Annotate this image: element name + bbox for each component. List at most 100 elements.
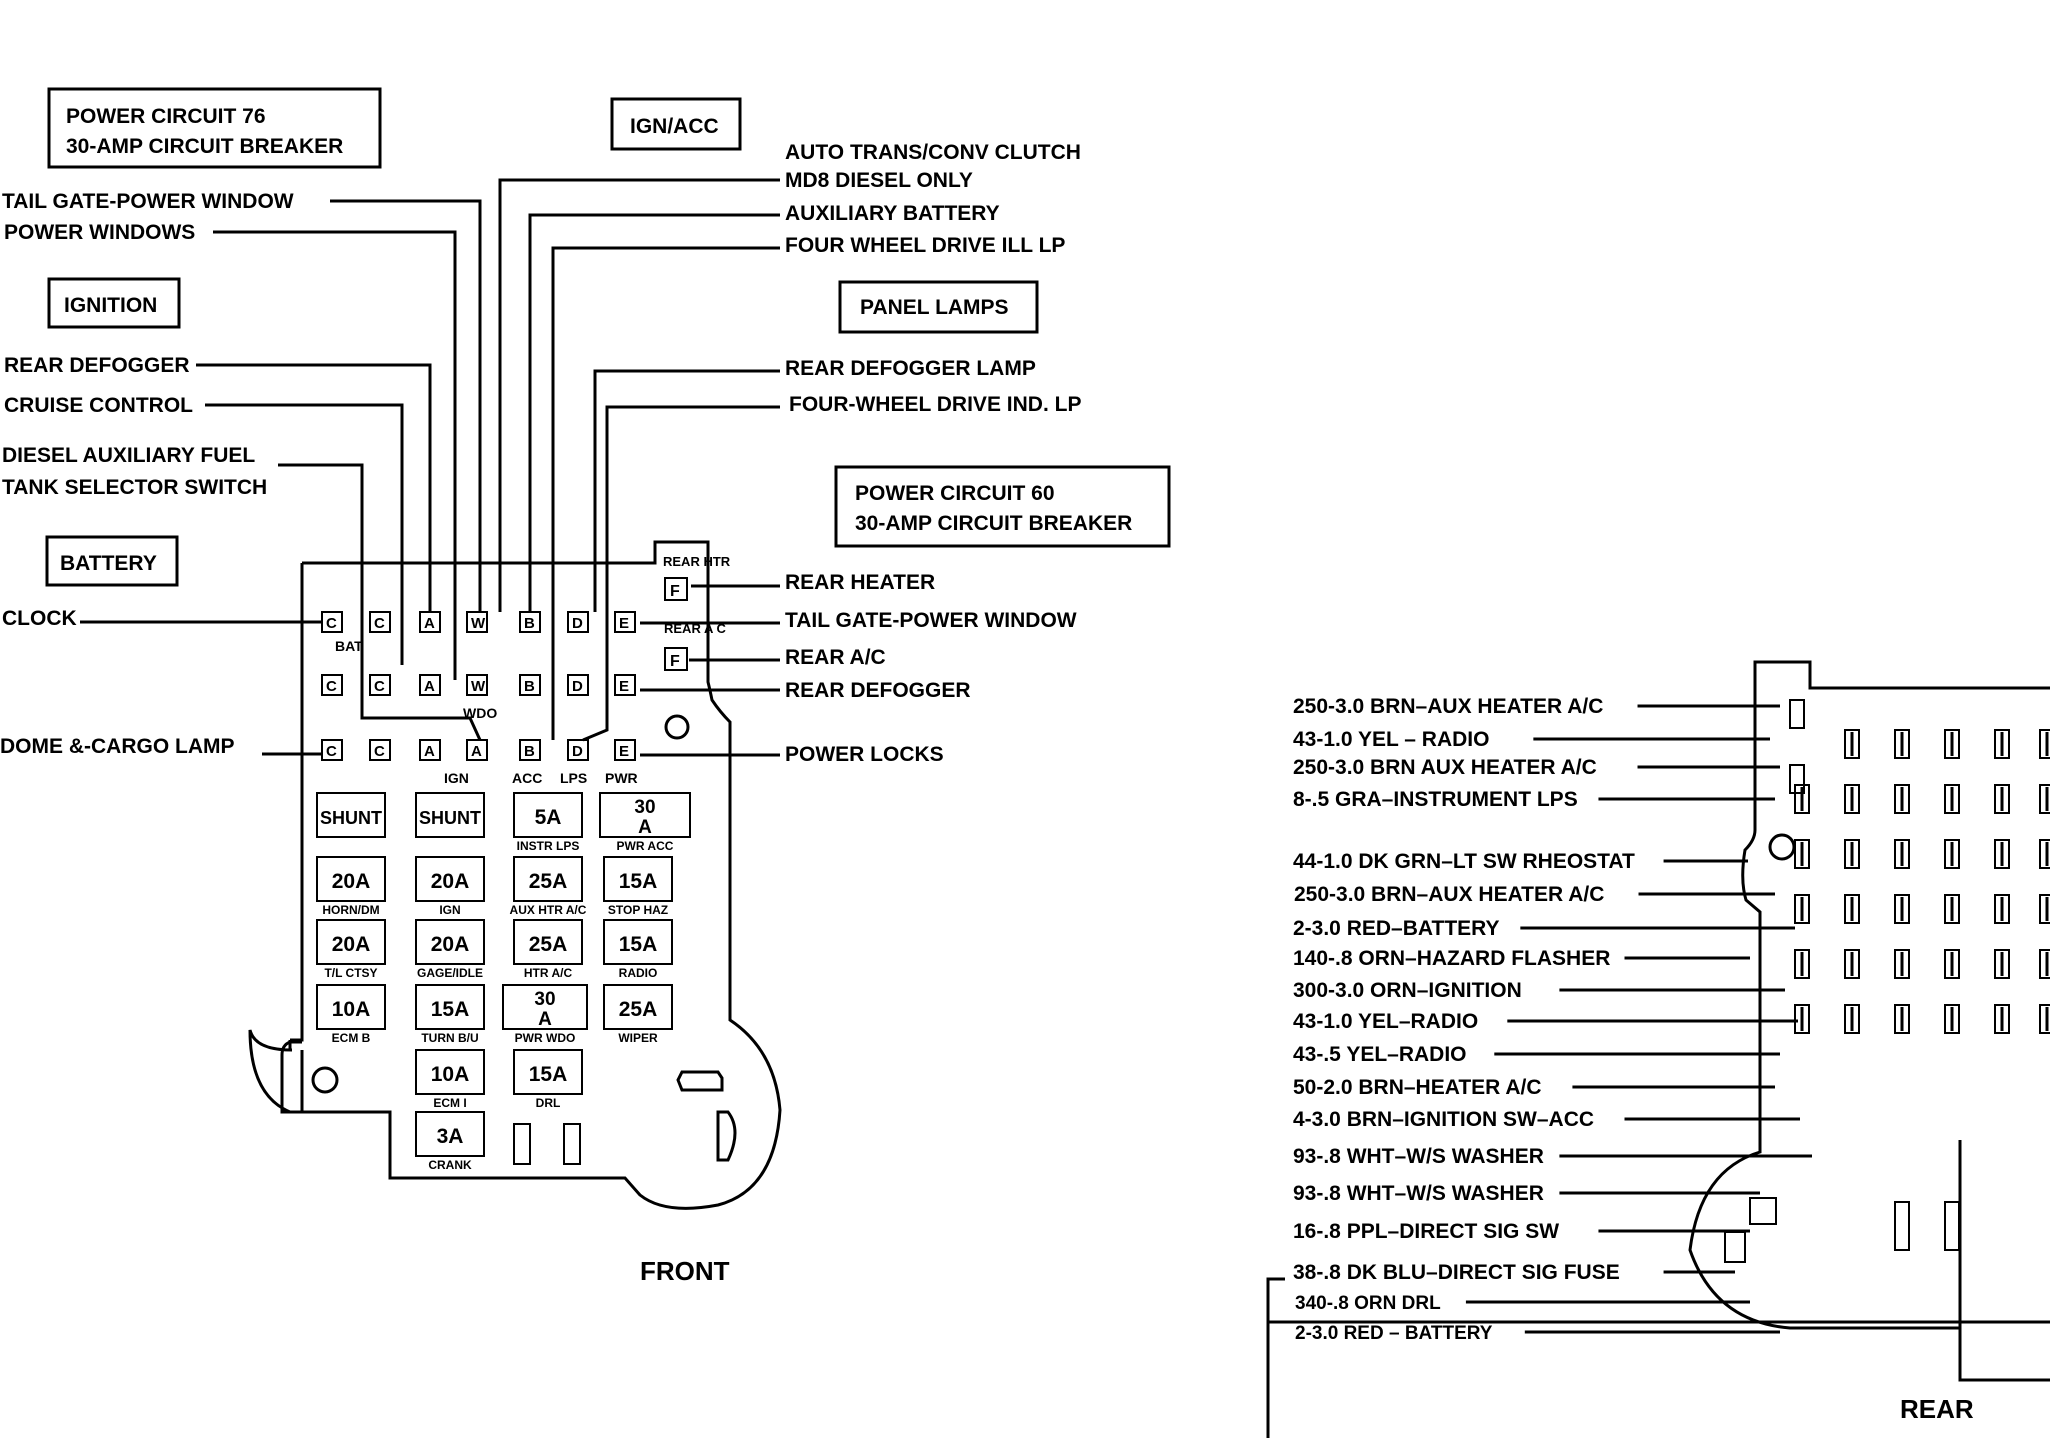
fuse-body [415,856,485,902]
terminal-letter: D [572,615,583,632]
fuse-body [316,984,386,1030]
label-rear-heater: REAR HEATER [785,571,935,594]
label-rear-defogger-right: REAR DEFOGGER [785,679,971,702]
fuse-value: 10A [431,1063,470,1086]
label-auto-trans-conv-clutch: AUTO TRANS/CONV CLUTCH [785,141,1081,164]
rear-terminal [2039,949,2050,979]
rear-terminal [2039,839,2050,869]
rear-terminal [1944,1004,1960,1034]
rear-wire-label: 16-.8 PPL–DIRECT SIG SW [1293,1220,1559,1243]
label-rear-defogger-lamp: REAR DEFOGGER LAMP [785,357,1036,380]
rear-terminal [1794,949,1810,979]
fuse-tag: WIPER [618,1031,658,1045]
fuse-value: 20A [332,870,371,893]
label-power-locks: POWER LOCKS [785,743,944,766]
fuse-body [513,792,583,838]
fuse-body [513,919,583,965]
terminal-box [369,674,391,696]
power-circuit-60-line1: POWER CIRCUIT 60 [855,482,1055,505]
rear-terminal [1844,949,1860,979]
rear-terminal [2039,894,2050,924]
label-rear-ac: REAR A/C [785,646,886,669]
terminal-box [567,739,589,761]
terminal-letter: D [572,743,583,760]
terminal-letter: A [424,615,435,632]
rear-terminal [1794,1004,1810,1034]
label-diesel-aux-fuel: DIESEL AUXILIARY FUEL [2,444,255,467]
terminal-letter: C [374,743,385,760]
lps-tag: LPS [560,770,587,786]
fuse-tag: T/L CTSY [324,966,377,980]
fuse-body [603,984,673,1030]
rear-ac-terminal [664,647,688,671]
label-tank-selector: TANK SELECTOR SWITCH [2,476,267,499]
fuse-body [603,919,673,965]
fuse-value: 20A [431,933,470,956]
fuse-body [316,856,386,902]
rear-terminal [1894,729,1910,759]
rear-wire-label: 2-3.0 RED – BATTERY [1295,1323,1493,1344]
fuse-body [316,792,386,838]
fuse-tag: AUX HTR A/C [510,903,587,917]
power-circuit-60-line2: 30-AMP CIRCUIT BREAKER [855,512,1132,535]
fuse-value: 5A [535,806,562,829]
fuse-tag: PWR ACC [617,839,674,853]
fuse-value: 15A [431,998,470,1021]
rear-terminals [1724,699,2050,1263]
rear-terminal [1944,729,1960,759]
rear-wire-label: 300-3.0 ORN–IGNITION [1293,979,1522,1002]
rear-terminal [1944,784,1960,814]
front-right-leaders [640,584,780,757]
rear-terminal [2039,784,2050,814]
terminal-letter: B [524,615,535,632]
terminal-letter: E [619,678,629,695]
fuse-tag: RADIO [619,966,658,980]
fuse-value: 3A [437,1125,464,1148]
label-clock: CLOCK [2,607,77,630]
wdo-tag: WDO [463,705,497,721]
rear-terminal [1994,894,2010,924]
fuse-value: A [538,1009,552,1030]
ignition-box [47,277,181,329]
terminal-box [321,739,343,761]
rear-wire-label: 43-1.0 YEL–RADIO [1293,1010,1478,1033]
terminal-box [369,611,391,633]
rear-terminal [1789,699,1805,729]
fuse-tag: TURN B/U [421,1031,478,1045]
front-mount-hole [311,1066,339,1094]
rear-relay [1749,1197,1777,1225]
rear-wire-label: 4-3.0 BRN–IGNITION SW–ACC [1293,1108,1594,1131]
rear-wire-label: 44-1.0 DK GRN–LT SW RHEOSTAT [1293,850,1635,873]
rear-htr-tag: REAR HTR [663,554,731,569]
ign-acc-label: IGN/ACC [630,115,719,138]
terminal-letter: C [326,615,337,632]
rear-empty-slot [1944,1201,1960,1251]
label-four-wheel-drive-ind: FOUR-WHEEL DRIVE IND. LP [789,393,1081,416]
fuse-value: A [638,817,652,838]
label-rear-defogger-left: REAR DEFOGGER [4,354,190,377]
label-tail-gate-power-window: TAIL GATE-POWER WINDOW [2,190,294,213]
fuse-body [502,984,588,1030]
fuse-value: 10A [332,998,371,1021]
rear-wire-label: 93-.8 WHT–W/S WASHER [1293,1145,1544,1168]
front-left-leaders [80,178,780,756]
ign-tag: IGN [444,770,469,786]
rear-terminal [1794,894,1810,924]
rear-wire-label: 250-3.0 BRN–AUX HEATER A/C [1294,883,1604,906]
terminal-box [369,739,391,761]
front-fuse-block-outline [248,540,782,1210]
rear-terminal [1994,1004,2010,1034]
terminal-box [519,611,541,633]
rear-wire-label: 250-3.0 BRN AUX HEATER A/C [1293,756,1597,779]
fuse-body [415,919,485,965]
ign-acc-box [610,97,742,151]
fuse-tag: CRANK [428,1158,472,1172]
rear-terminal [1789,764,1805,794]
power-circuit-76-line2: 30-AMP CIRCUIT BREAKER [66,135,343,158]
rear-ac-terminal-letter: F [670,653,680,670]
fuse-tag: ECM B [332,1031,371,1045]
rear-terminal [1894,949,1910,979]
rear-terminal [1994,839,2010,869]
fuse-body [415,1111,485,1157]
